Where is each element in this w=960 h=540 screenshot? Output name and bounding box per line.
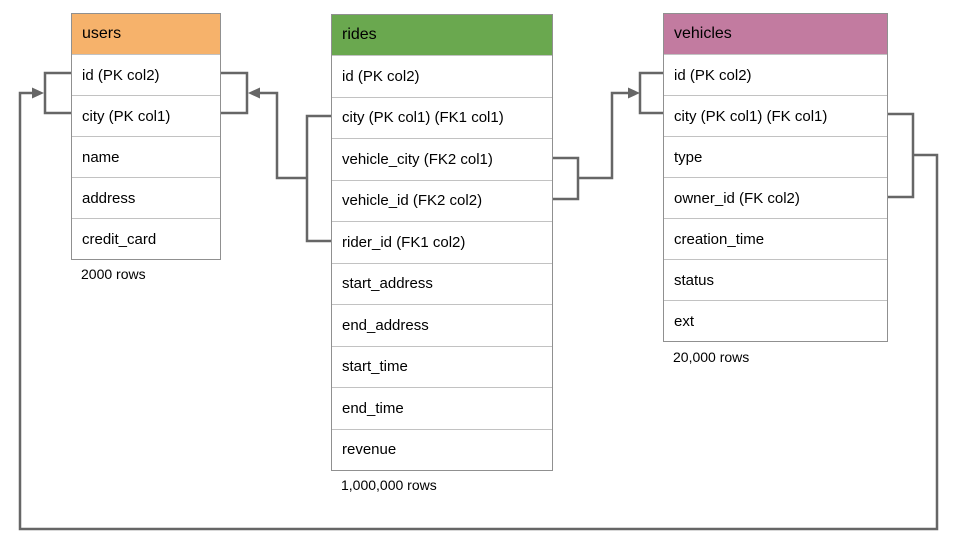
table-vehicles-column: city (PK col1) (FK col1) — [664, 95, 887, 136]
table-rides-column: rider_id (FK1 col2) — [332, 221, 552, 263]
table-rides-column: start_address — [332, 262, 552, 304]
table-rides-column: revenue — [332, 428, 552, 470]
table-vehicles-row-count: 20,000 rows — [673, 349, 750, 365]
table-rides-column: city (PK col1) (FK1 col1) — [332, 96, 552, 138]
table-vehicles-header: vehicles — [664, 14, 887, 54]
users-right-bracket — [221, 71, 249, 115]
table-rides-column: id (PK col2) — [332, 55, 552, 97]
table-rides-row-count: 1,000,000 rows — [341, 477, 437, 493]
table-users-row-count: 2000 rows — [81, 266, 146, 282]
table-vehicles-column: creation_time — [664, 218, 887, 259]
table-vehicles-column: status — [664, 259, 887, 300]
table-vehicles-column: owner_id (FK col2) — [664, 177, 887, 218]
table-rides: rides id (PK col2) city (PK col1) (FK1 c… — [331, 14, 553, 471]
table-vehicles-column: type — [664, 136, 887, 177]
table-rides-column: end_time — [332, 387, 552, 429]
relationship-line-rides-vehicles — [578, 91, 629, 180]
table-users-column: address — [72, 177, 220, 218]
table-rides-column: vehicle_id (FK2 col2) — [332, 179, 552, 221]
table-rides-header: rides — [332, 15, 552, 55]
table-users: users id (PK col2) city (PK col1) name a… — [71, 13, 221, 260]
arrowhead-rides-vehicles — [628, 87, 640, 99]
rides-left-bracket — [305, 114, 331, 243]
table-vehicles-column: id (PK col2) — [664, 54, 887, 95]
table-users-column: id (PK col2) — [72, 54, 220, 95]
table-users-column: name — [72, 136, 220, 177]
table-users-column: city (PK col1) — [72, 95, 220, 136]
users-left-bracket — [43, 71, 71, 115]
table-rides-column: start_time — [332, 345, 552, 387]
arrowhead-vehicles-users — [32, 87, 44, 99]
rides-right-bracket — [553, 156, 580, 201]
table-vehicles: vehicles id (PK col2) city (PK col1) (FK… — [663, 13, 888, 342]
table-rides-column: end_address — [332, 304, 552, 346]
relationship-line-vehicles-users — [18, 91, 939, 531]
arrowhead-rides-users — [248, 87, 260, 99]
relationship-line-rides-users — [259, 91, 307, 180]
vehicles-right-bracket — [888, 112, 915, 199]
table-vehicles-column: ext — [664, 300, 887, 341]
table-rides-column: vehicle_city (FK2 col1) — [332, 138, 552, 180]
table-users-column: credit_card — [72, 218, 220, 259]
vehicles-left-bracket — [638, 71, 663, 115]
table-users-header: users — [72, 14, 220, 54]
